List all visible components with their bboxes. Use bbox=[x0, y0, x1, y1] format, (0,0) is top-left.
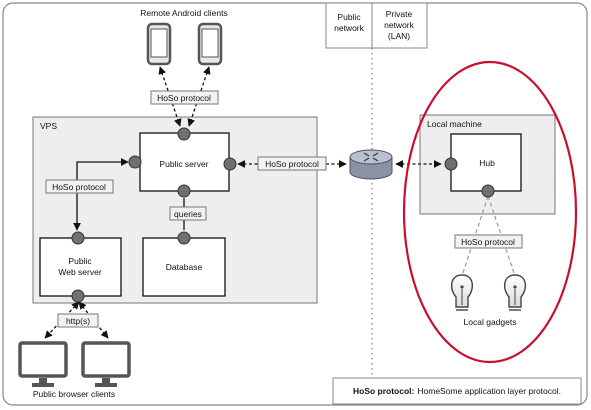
svg-text:HoSo protocol: HoSo protocol bbox=[52, 182, 106, 192]
public-network-header: Public network bbox=[325, 2, 373, 49]
svg-text:HoSo protocol: HoSo protocol bbox=[265, 159, 319, 169]
public-server-node: Public server bbox=[139, 132, 230, 192]
svg-text:HoSo protocol: HoSo protocol bbox=[461, 237, 515, 247]
private-network-header: Private network (LAN) bbox=[371, 2, 428, 49]
svg-text:Local machine: Local machine bbox=[427, 119, 482, 129]
legend-term: HoSo protocol: bbox=[352, 386, 415, 396]
svg-text:Web server: Web server bbox=[58, 267, 101, 277]
legend-definition: HomeSome application layer protocol. bbox=[417, 386, 562, 396]
svg-text:(LAN): (LAN) bbox=[388, 31, 410, 41]
remote-clients-label: Remote Android clients bbox=[140, 8, 227, 18]
highlight-ellipse bbox=[402, 60, 578, 364]
web-server-node: Public Web server bbox=[39, 237, 122, 297]
light-bulb-icon bbox=[450, 274, 474, 311]
svg-text:Public server: Public server bbox=[159, 159, 208, 169]
light-bulb-icon bbox=[503, 274, 527, 311]
browser-clients-label: Public browser clients bbox=[33, 389, 115, 399]
edge-label-http: http(s) bbox=[57, 313, 99, 328]
svg-text:Database: Database bbox=[166, 262, 203, 272]
svg-text:Private: Private bbox=[386, 9, 413, 19]
smartphone-icon bbox=[197, 22, 223, 66]
svg-text:Public: Public bbox=[337, 12, 361, 22]
edge-label-hoso-top: HoSo protocol bbox=[150, 90, 219, 105]
svg-text:Public: Public bbox=[68, 256, 92, 266]
legend-note: HoSo protocol: HomeSome application laye… bbox=[333, 378, 581, 404]
router-icon bbox=[349, 149, 393, 180]
local-gadgets-label: Local gadgets bbox=[464, 317, 517, 327]
monitor-icon bbox=[18, 341, 68, 387]
edge-label-hoso-router: HoSo protocol bbox=[257, 156, 327, 171]
edge-label-hoso-gadgets: HoSo protocol bbox=[454, 234, 523, 249]
legend-frame bbox=[332, 377, 582, 405]
edge-label-queries: queries bbox=[169, 206, 207, 221]
svg-text:VPS: VPS bbox=[40, 121, 57, 131]
svg-text:Hub: Hub bbox=[479, 158, 495, 168]
monitor-icon bbox=[81, 341, 131, 387]
svg-text:network: network bbox=[384, 20, 415, 30]
smartphone-icon bbox=[146, 22, 172, 66]
ports bbox=[71, 127, 495, 303]
svg-text:http(s): http(s) bbox=[66, 316, 90, 326]
svg-text:network: network bbox=[334, 23, 365, 33]
database-node: Database bbox=[142, 237, 226, 297]
hub-node: Hub bbox=[450, 133, 522, 192]
edge-label-hoso-left: HoSo protocol bbox=[45, 179, 114, 194]
svg-text:HoSo protocol: HoSo protocol bbox=[157, 93, 211, 103]
svg-text:queries: queries bbox=[174, 209, 202, 219]
